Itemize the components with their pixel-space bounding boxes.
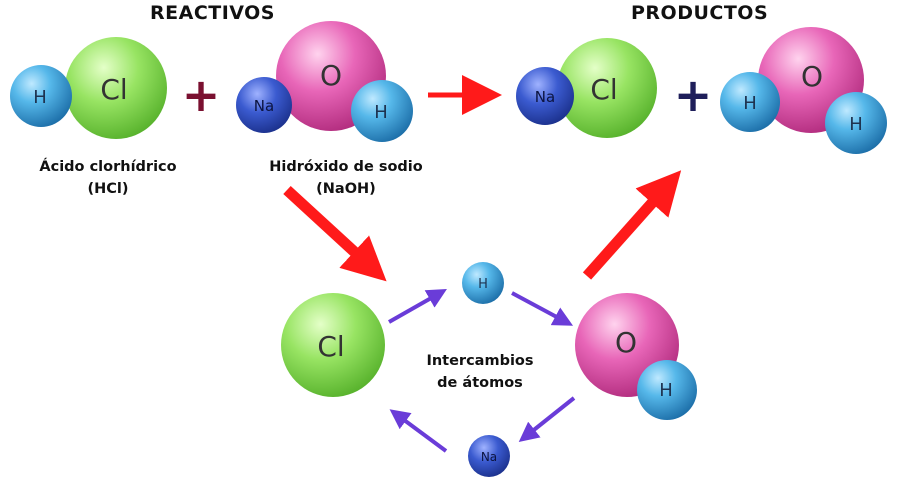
nacl-molecule: Cl Na xyxy=(516,38,657,138)
atom-symbol-h: H xyxy=(743,93,757,114)
exchange-line-2: de átomos xyxy=(437,375,523,391)
hydrogen-atom xyxy=(462,262,504,304)
atom-symbol-cl: Cl xyxy=(590,73,617,106)
plus-sign-reactants: + xyxy=(182,68,221,122)
products-heading: PRODUCTOS xyxy=(631,2,769,24)
acid-formula: (HCl) xyxy=(87,181,129,197)
atom-symbol-o: O xyxy=(801,60,823,93)
plus-sign-products: + xyxy=(674,68,713,122)
atom-symbol-na: Na xyxy=(254,97,274,115)
water-molecule: O H H xyxy=(720,27,887,154)
arrow-to-products xyxy=(582,170,682,280)
hydrogen-atom xyxy=(351,80,413,142)
sodium-atom xyxy=(468,435,510,477)
atom-symbol-h: H xyxy=(849,114,863,135)
chlorine-atom xyxy=(65,37,167,139)
acid-label: Ácido clorhídrico (HCl) xyxy=(18,156,198,200)
base-label: Hidróxido de sodio (NaOH) xyxy=(246,156,446,200)
naoh-molecule: O Na H xyxy=(236,21,413,142)
atom-exchange-cycle: Cl H O H Na xyxy=(281,262,697,477)
atom-symbol-cl: Cl xyxy=(317,330,344,363)
base-name: Hidróxido de sodio xyxy=(269,159,423,175)
cycle-arrow-na-to-cl xyxy=(389,409,448,453)
atom-symbol-h: H xyxy=(33,87,47,108)
atom-symbol-na: Na xyxy=(481,450,497,464)
cycle-arrow-o-to-na xyxy=(518,396,576,442)
base-formula: (NaOH) xyxy=(316,181,376,197)
chlorine-atom xyxy=(557,38,657,138)
sodium-atom xyxy=(516,67,574,125)
exchange-line-1: Intercambios xyxy=(426,353,534,369)
hcl-molecule: Cl H xyxy=(10,37,167,139)
exchange-label: Intercambios de átomos xyxy=(400,350,560,394)
sodium-atom xyxy=(236,77,292,133)
atom-symbol-o: O xyxy=(320,59,342,92)
atom-symbol-na: Na xyxy=(535,88,555,106)
reactants-heading: REACTIVOS xyxy=(150,2,275,24)
acid-name: Ácido clorhídrico xyxy=(39,159,177,175)
atom-symbol-h: H xyxy=(478,277,488,292)
atom-symbol-h: H xyxy=(659,380,673,401)
atom-symbol-cl: Cl xyxy=(100,73,127,106)
arrow-to-exchange xyxy=(283,185,387,282)
cycle-arrow-h-to-o xyxy=(511,291,574,326)
atom-symbol-h: H xyxy=(374,102,388,123)
hydrogen-atom xyxy=(637,360,697,420)
hydrogen-atom xyxy=(825,92,887,154)
cycle-arrow-cl-to-h xyxy=(388,289,447,324)
atom-symbol-o: O xyxy=(615,326,637,359)
hydrogen-atom xyxy=(720,72,780,132)
hydrogen-atom xyxy=(10,65,72,127)
chlorine-atom xyxy=(281,293,385,397)
